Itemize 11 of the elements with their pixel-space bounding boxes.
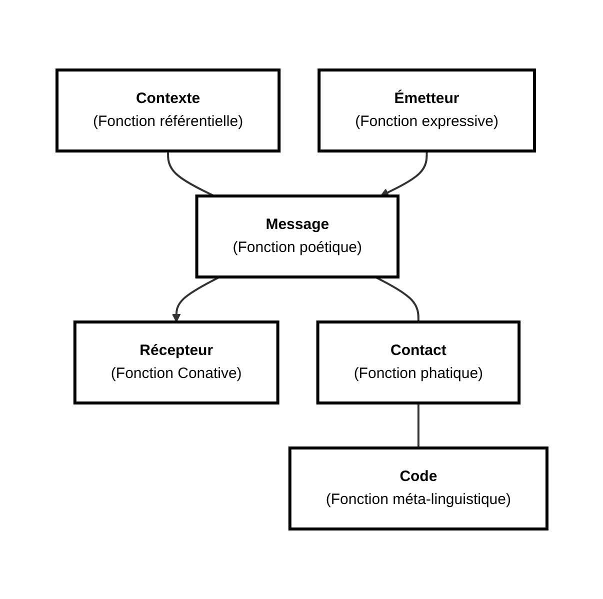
node-box: Émetteur (Fonction expressive): [317, 68, 536, 152]
connector: [416, 403, 419, 448]
node-box: Contact (Fonction phatique): [316, 320, 520, 404]
node-box: Message (Fonction poétique): [194, 194, 400, 278]
node-box: Code (Fonction méta-linguistique): [288, 446, 548, 530]
arrow: [171, 276, 220, 322]
node-box: Récepteur (Fonction Conative): [72, 320, 279, 404]
arrow: [380, 151, 428, 196]
node-box: Contexte (Fonction référentielle): [55, 68, 280, 152]
connector: [374, 276, 419, 322]
connector: [166, 151, 214, 197]
